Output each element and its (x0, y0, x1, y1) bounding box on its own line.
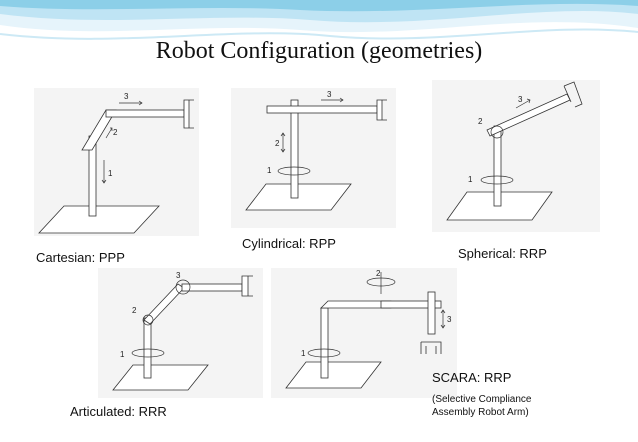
spherical-joint-3: 3 (518, 95, 523, 104)
cartesian-joint-2: 2 (113, 128, 118, 137)
cylindrical-joint-2: 2 (275, 139, 280, 148)
scara-sublabel-line1: (Selective Compliance (432, 394, 532, 405)
header-wave (0, 0, 638, 70)
articulated-joint-2: 2 (132, 306, 137, 315)
cartesian-diagram: 3 2 1 (34, 88, 199, 236)
slide-title: Robot Configuration (geometries) (155, 38, 483, 64)
cylindrical-diagram: 3 2 1 (231, 88, 396, 228)
spherical-label: Spherical: RRP (458, 246, 547, 261)
cartesian-joint-1: 1 (108, 169, 113, 178)
cartesian-label: Cartesian: PPP (36, 250, 125, 265)
spherical-joint-1: 1 (468, 175, 473, 184)
scara-joint-2: 2 (376, 269, 381, 278)
scara-joint-1: 1 (301, 349, 306, 358)
articulated-joint-3: 3 (176, 271, 181, 280)
articulated-label: Articulated: RRR (70, 404, 167, 419)
articulated-diagram: 3 2 1 (98, 268, 263, 398)
cylindrical-label: Cylindrical: RPP (242, 236, 336, 251)
cylindrical-joint-3: 3 (327, 90, 332, 99)
articulated-joint-1: 1 (120, 350, 125, 359)
cylindrical-joint-1: 1 (267, 166, 272, 175)
cartesian-joint-3: 3 (124, 92, 129, 101)
scara-label: SCARA: RRP (432, 370, 512, 385)
scara-sublabel-line2: Assembly Robot Arm) (432, 407, 529, 418)
scara-joint-3: 3 (447, 315, 452, 324)
spherical-joint-2: 2 (478, 117, 483, 126)
scara-sublabel: (Selective Compliance Assembly Robot Arm… (432, 393, 582, 419)
spherical-diagram: 3 2 1 (432, 80, 600, 232)
scara-diagram: 2 3 1 (271, 268, 457, 398)
